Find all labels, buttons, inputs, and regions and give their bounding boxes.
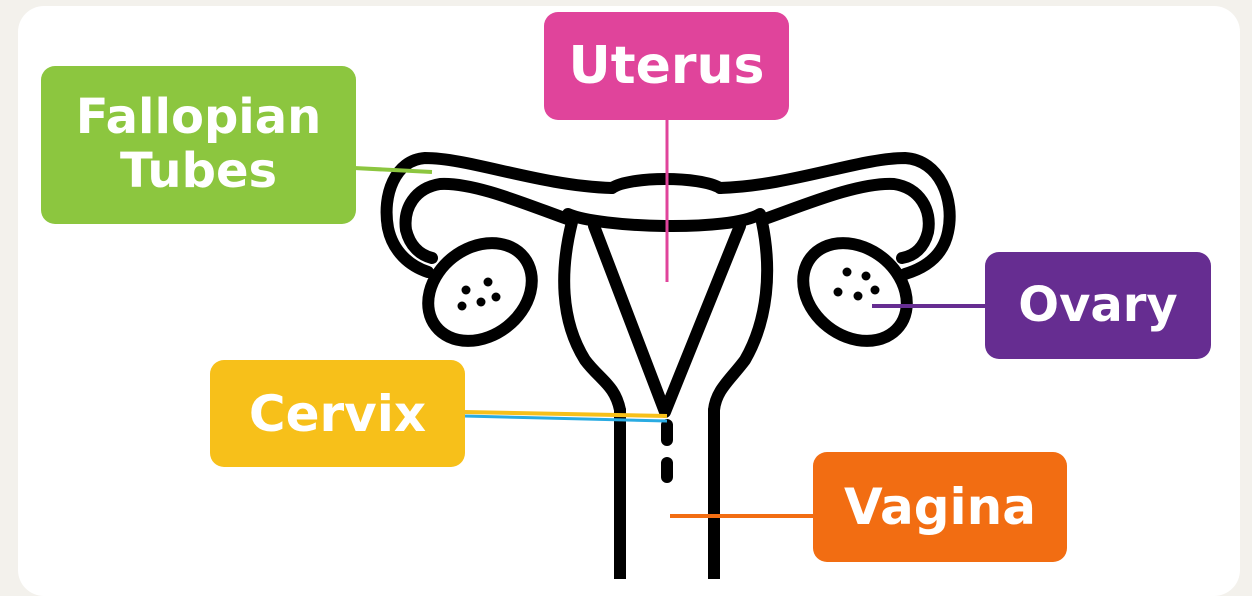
fallopian-tubes-label: Fallopian Tubes <box>41 66 356 224</box>
cervix-label: Cervix <box>210 360 465 467</box>
uterus-label: Uterus <box>544 12 789 120</box>
uterus-outer-right <box>714 222 767 410</box>
uterus-outer-left <box>564 222 620 410</box>
pointer-fallopian <box>354 168 432 172</box>
vagina-label: Vagina <box>813 452 1067 562</box>
ovary-right <box>784 223 926 361</box>
ovary-label: Ovary <box>985 252 1211 359</box>
ovary-left <box>409 223 551 361</box>
